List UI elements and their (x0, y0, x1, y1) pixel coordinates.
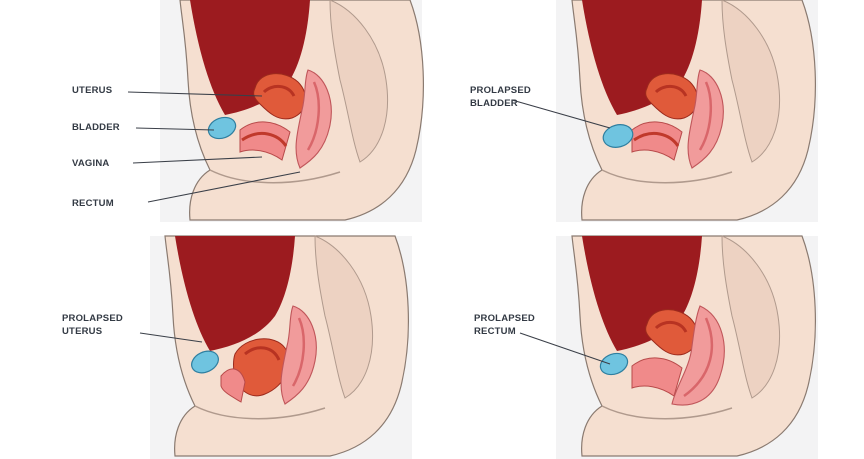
label-rectum-2: RECTUM (474, 326, 516, 337)
label-bladder: BLADDER (72, 122, 120, 133)
label-vagina: VAGINA (72, 158, 109, 169)
label-uterus: UTERUS (72, 85, 112, 96)
label-prolapsed-1: PROLAPSED (470, 85, 531, 96)
label-uterus-2: UTERUS (62, 326, 102, 337)
label-rectum: RECTUM (72, 198, 114, 209)
label-prolapsed-3: PROLAPSED (474, 313, 535, 324)
label-prolapsed-2: PROLAPSED (62, 313, 123, 324)
label-bladder-2: BLADDER (470, 98, 518, 109)
